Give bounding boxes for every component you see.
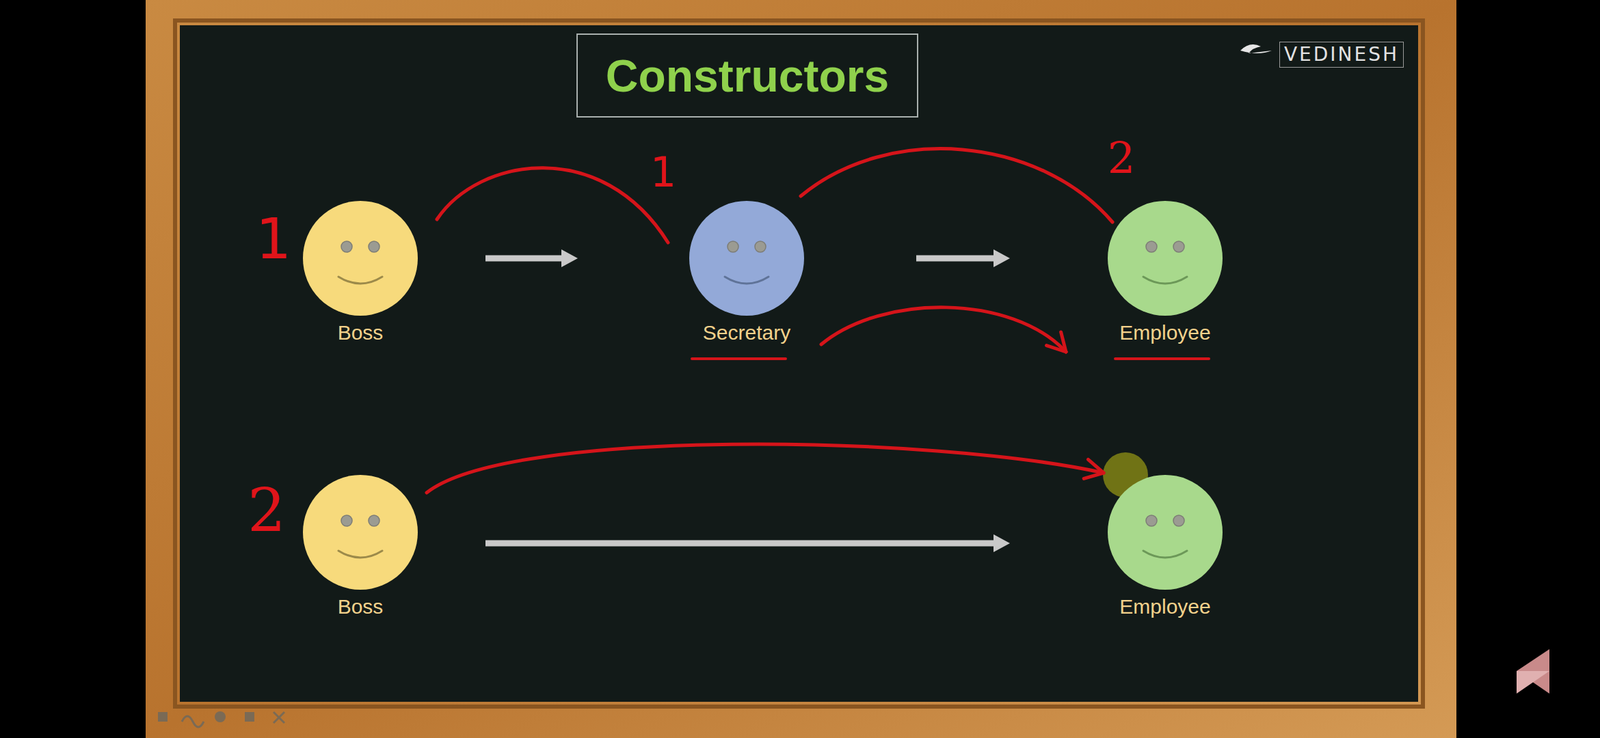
grey-arrow [485,249,578,268]
logo-bird [1240,44,1272,54]
callout-number: 2 [247,481,286,542]
smiley-face [302,474,419,591]
face [689,201,805,316]
toolbar-icon [273,712,285,724]
curve [821,307,1066,353]
board [179,25,1419,703]
toolbar-icon [157,712,168,723]
red-annotation-curve [426,444,1104,493]
arrow-shaft [485,255,563,262]
eye [341,515,353,527]
eye [1173,241,1185,253]
arrow-shaft [916,255,995,262]
curve [436,168,669,243]
smiley-node: Employee [1107,474,1224,620]
face [1107,201,1223,316]
toolbar-icons [157,711,285,728]
toolbar-icon [181,716,204,728]
face [302,475,418,591]
eye [1173,515,1185,527]
face-label: Employee [1107,594,1224,620]
arrowhead [561,249,578,268]
underline [1115,357,1209,361]
smile [724,276,769,284]
smile [338,551,383,558]
grey-arrow [916,249,1010,268]
smile [338,276,383,284]
callout-number: 1 [255,211,292,268]
arrow-shaft [485,540,995,548]
eye [754,241,766,253]
callout-number: 1 [650,151,677,193]
wood-frame [145,0,1457,738]
frame-inner-edge [175,20,1423,708]
eye [341,241,353,253]
face-label: Employee [1107,320,1224,346]
smiley-face [688,200,805,317]
smiley-node: Employee [1107,200,1224,346]
smile [1143,551,1188,558]
player-logo [1516,671,1550,695]
callout-number: 2 [1107,136,1136,181]
toolbar-icon [244,712,255,723]
smile [1143,276,1188,284]
face-label: Boss [302,320,419,346]
face-label: Boss [302,594,419,620]
smiley-face [1107,200,1224,317]
arrowhead [1087,459,1104,474]
watermark: VEDINESH [1279,41,1404,68]
eye [368,241,380,253]
smiley-face [1107,474,1224,591]
smiley-node: Secretary [688,200,805,346]
arrowhead [993,249,1010,268]
arrowhead [1083,473,1104,479]
red-annotation-curve [436,168,669,243]
arrowhead [1046,345,1066,353]
red-annotation-curve [800,149,1113,223]
smiley-node: Boss [302,474,419,620]
face [302,201,418,316]
eye [727,241,739,253]
face [1107,475,1223,591]
title-text: Constructors [605,49,889,102]
arrowhead [993,534,1010,553]
eye [1145,241,1157,253]
curve [800,149,1113,223]
curve [426,444,1104,493]
eye [1145,515,1157,527]
grey-arrow [485,534,1010,553]
underline [691,357,786,361]
eye [368,515,380,527]
smiley-face [302,200,419,317]
red-annotation-curve [821,307,1066,353]
title-box: Constructors [576,33,919,118]
player-logo [1516,649,1550,695]
face-label: Secretary [688,320,805,346]
toolbar-icon [214,711,226,723]
smiley-node: Boss [302,200,419,346]
